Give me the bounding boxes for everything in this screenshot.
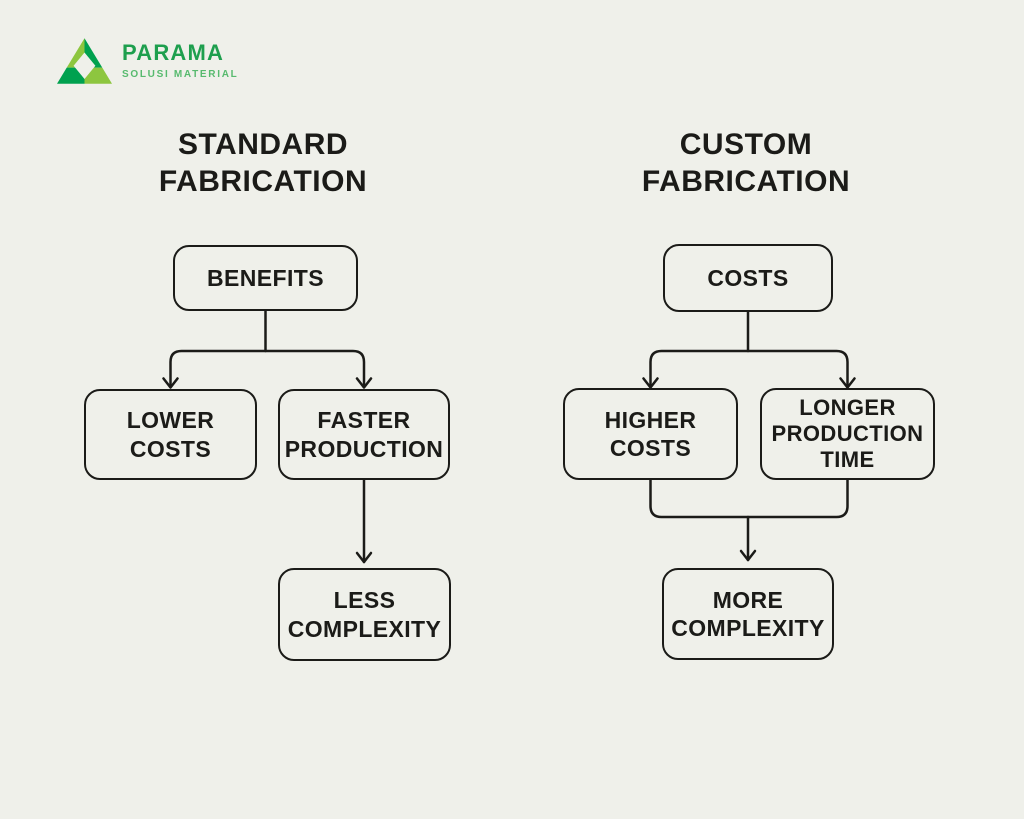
title-line: STANDARD: [177, 128, 349, 161]
box-label-line: PRODUCTION: [284, 435, 444, 462]
costs-split-line: [649, 349, 849, 389]
arrowhead-to-lower-costs: [162, 377, 179, 389]
benefits-box: BENEFITS: [173, 245, 358, 311]
box-label-line: TIME: [820, 446, 875, 472]
box-label-line: COSTS: [707, 264, 789, 291]
less-complexity-box: LESS COMPLEXITY: [278, 568, 451, 661]
longer-production-time-box: LONGER PRODUCTION TIME: [760, 388, 935, 480]
title-line: CUSTOM: [679, 128, 813, 161]
standard-fabrication-title: STANDARD FABRICATION: [113, 126, 413, 200]
logo-tagline: SOLUSI MATERIAL: [122, 69, 239, 80]
box-label-line: LONGER: [799, 395, 896, 421]
benefits-split-line: [169, 349, 366, 389]
arrowhead-to-longer-production-time: [839, 377, 856, 389]
box-label-line: FASTER: [317, 407, 411, 434]
parama-mountain-icon: [57, 38, 112, 84]
box-label-line: COSTS: [129, 435, 212, 462]
title-line: FABRICATION: [158, 165, 368, 198]
box-label-line: LESS: [333, 587, 396, 614]
arrowhead-to-higher-costs: [642, 377, 659, 389]
merge-line: [649, 478, 849, 519]
lower-costs-box: LOWER COSTS: [84, 389, 257, 480]
box-label-line: COMPLEXITY: [671, 615, 825, 641]
more-complexity-box: MORE COMPLEXITY: [662, 568, 834, 660]
faster-production-box: FASTER PRODUCTION: [278, 389, 450, 480]
box-label-line: COMPLEXITY: [287, 615, 442, 642]
higher-costs-box: HIGHER COSTS: [563, 388, 738, 480]
box-label-line: BENEFITS: [207, 264, 324, 291]
box-label-line: PRODUCTION: [771, 421, 924, 447]
costs-box: COSTS: [663, 244, 833, 312]
arrowhead-to-less-complexity: [355, 551, 373, 564]
box-label-line: HIGHER: [604, 406, 697, 433]
box-label-line: COSTS: [609, 435, 692, 461]
parama-logo: PARAMA SOLUSI MATERIAL: [57, 38, 238, 84]
arrowhead-to-more-complexity: [739, 549, 757, 562]
box-label-line: LOWER: [126, 407, 215, 434]
logo-brand-name: PARAMA: [122, 40, 225, 65]
title-line: FABRICATION: [641, 165, 851, 198]
box-label-line: MORE: [712, 586, 784, 613]
logo-text-block: PARAMA SOLUSI MATERIAL: [122, 38, 239, 81]
custom-fabrication-title: CUSTOM FABRICATION: [596, 126, 896, 200]
arrowhead-to-faster-production: [355, 377, 373, 389]
